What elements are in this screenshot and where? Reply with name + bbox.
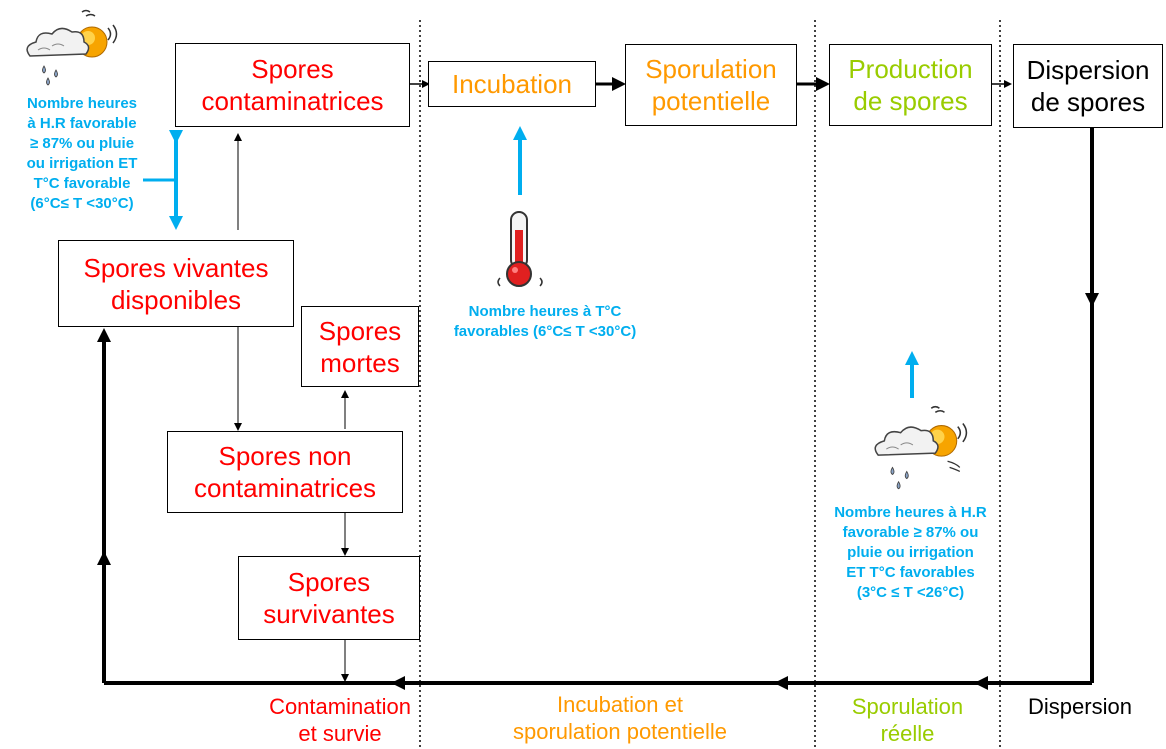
phase-sporulation: Sporulation réelle <box>851 694 964 746</box>
box-spores-survivantes: Spores survivantes <box>238 556 420 640</box>
phase-incubation: Incubation et sporulation potentielle <box>512 692 728 744</box>
box-incubation: Incubation <box>428 61 596 107</box>
box-spores-non-contaminatrices: Spores non contaminatrices <box>167 431 403 513</box>
phase-dispersion: Dispersion <box>1028 694 1132 719</box>
note-humidity-left: Nombre heures à H.R favorable ≥ 87% ou p… <box>26 95 138 212</box>
box-spores-contaminatrices: Spores contaminatrices <box>175 43 410 127</box>
weather-cloud-sun-rain-icon <box>874 405 968 490</box>
weather-cloud-sun-rain-icon <box>26 9 118 86</box>
box-spores-vivantes: Spores vivantes disponibles <box>58 240 294 327</box>
box-spores-mortes: Spores mortes <box>301 306 419 387</box>
phase-contamination: Contamination et survie <box>269 694 411 746</box>
note-temperature: Nombre heures à T°C favorables (6°C≤ T <… <box>453 303 637 340</box>
note-humidity-right: Nombre heures à H.R favorable ≥ 87% ou p… <box>834 504 987 601</box>
box-dispersion-spores: Dispersion de spores <box>1013 44 1163 128</box>
box-production-spores: Production de spores <box>829 44 992 126</box>
box-sporulation-potentielle: Sporulation potentielle <box>625 44 797 126</box>
thermometer-icon <box>497 211 543 287</box>
